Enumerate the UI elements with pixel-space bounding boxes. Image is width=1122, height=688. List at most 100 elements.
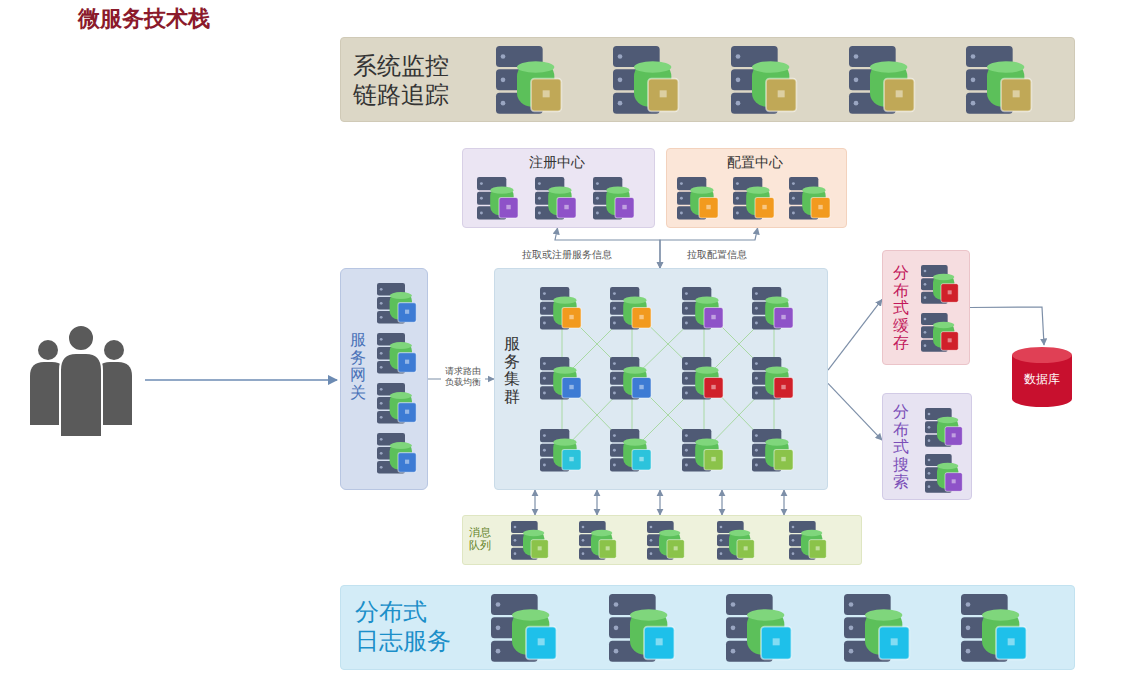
server-icon bbox=[966, 46, 1031, 114]
color-tag-mark bbox=[781, 385, 785, 389]
server-led bbox=[650, 552, 653, 555]
color-tag bbox=[704, 308, 723, 329]
db-cylinder-top bbox=[695, 367, 718, 374]
users-icon bbox=[30, 325, 132, 437]
server-led bbox=[613, 362, 616, 365]
color-tag bbox=[879, 627, 909, 660]
server-icon bbox=[925, 454, 962, 493]
server-led bbox=[755, 391, 758, 394]
server-led bbox=[720, 539, 723, 542]
server-led bbox=[792, 211, 795, 214]
color-tag bbox=[632, 450, 651, 471]
db-cylinder-top bbox=[390, 292, 412, 299]
server-icon bbox=[726, 594, 791, 662]
edge-label: 拉取配置信息 bbox=[680, 249, 754, 262]
color-tag bbox=[945, 473, 962, 492]
color-tag bbox=[761, 627, 791, 660]
color-tag bbox=[398, 453, 416, 473]
server-led bbox=[618, 101, 623, 106]
db-cylinder-top bbox=[937, 417, 958, 424]
server-icon bbox=[682, 357, 723, 400]
server-icon bbox=[377, 433, 416, 474]
color-tag bbox=[766, 79, 796, 112]
db-cylinder-top bbox=[623, 439, 646, 446]
server-led bbox=[736, 54, 741, 59]
server-icon bbox=[593, 177, 634, 220]
db-cylinder-top bbox=[987, 61, 1024, 73]
log-band: 分布式 日志服务 bbox=[340, 585, 1075, 670]
server-led bbox=[496, 602, 501, 607]
color-tag-mark bbox=[538, 546, 542, 550]
server-led bbox=[736, 211, 739, 214]
server-led bbox=[614, 626, 619, 631]
server-led bbox=[854, 54, 859, 59]
server-led bbox=[680, 182, 683, 185]
server-led bbox=[582, 526, 585, 529]
node-art bbox=[463, 516, 863, 566]
color-tag bbox=[884, 79, 914, 112]
server-icon bbox=[535, 177, 576, 220]
db-cylinder-top bbox=[937, 463, 958, 470]
connector bbox=[660, 228, 758, 268]
color-tag-mark bbox=[952, 479, 956, 483]
server-led bbox=[380, 402, 383, 405]
connector bbox=[534, 490, 535, 515]
server-icon bbox=[610, 357, 651, 400]
server-led bbox=[755, 362, 758, 365]
connector bbox=[555, 228, 660, 268]
color-tag-mark bbox=[952, 433, 956, 437]
db-cylinder-top bbox=[517, 61, 554, 73]
server-icon bbox=[752, 357, 793, 400]
cluster-box: 服务集群 bbox=[494, 268, 828, 490]
server-led bbox=[543, 377, 546, 380]
db-cylinder-top bbox=[865, 609, 902, 621]
server-led bbox=[792, 526, 795, 529]
node-label: 注册中心 bbox=[463, 154, 651, 171]
db-cylinder-top bbox=[390, 342, 412, 349]
server-led bbox=[650, 539, 653, 542]
server-led bbox=[849, 626, 854, 631]
db-cylinder-top bbox=[553, 297, 576, 304]
server-led bbox=[924, 344, 927, 347]
server-led bbox=[680, 211, 683, 214]
color-tag-mark bbox=[948, 338, 952, 342]
server-icon bbox=[540, 287, 581, 330]
server-led bbox=[596, 182, 599, 185]
server-led bbox=[792, 539, 795, 542]
server-led bbox=[543, 463, 546, 466]
server-icon bbox=[610, 429, 651, 472]
color-tag-mark bbox=[711, 385, 715, 389]
user-body bbox=[60, 353, 102, 437]
server-led bbox=[543, 321, 546, 324]
server-led bbox=[736, 197, 739, 200]
user-head bbox=[38, 340, 58, 360]
server-led bbox=[514, 539, 517, 542]
node-art bbox=[341, 38, 1076, 123]
server-led bbox=[496, 626, 501, 631]
db-cylinder-top bbox=[870, 61, 907, 73]
server-icon bbox=[682, 429, 723, 472]
server-led bbox=[755, 377, 758, 380]
server-led bbox=[924, 331, 927, 334]
server-led bbox=[971, 54, 976, 59]
db-cylinder-top bbox=[523, 530, 544, 537]
server-led bbox=[924, 296, 927, 299]
node-label: 配置中心 bbox=[667, 154, 843, 171]
server-led bbox=[380, 438, 383, 441]
color-tag-mark bbox=[948, 290, 952, 294]
server-led bbox=[613, 307, 616, 310]
color-tag bbox=[1001, 79, 1031, 112]
color-tag bbox=[615, 198, 634, 219]
server-icon bbox=[540, 429, 581, 472]
color-tag-mark bbox=[506, 205, 510, 209]
vertical-label: 服务集群 bbox=[504, 335, 520, 405]
server-led bbox=[614, 602, 619, 607]
server-led bbox=[380, 388, 383, 391]
server-led bbox=[613, 463, 616, 466]
color-tag-mark bbox=[639, 457, 643, 461]
color-tag bbox=[941, 332, 958, 351]
db-cylinder-top bbox=[802, 187, 825, 194]
server-led bbox=[854, 78, 859, 83]
server-led bbox=[849, 602, 854, 607]
db-cylinder-top bbox=[729, 530, 750, 537]
